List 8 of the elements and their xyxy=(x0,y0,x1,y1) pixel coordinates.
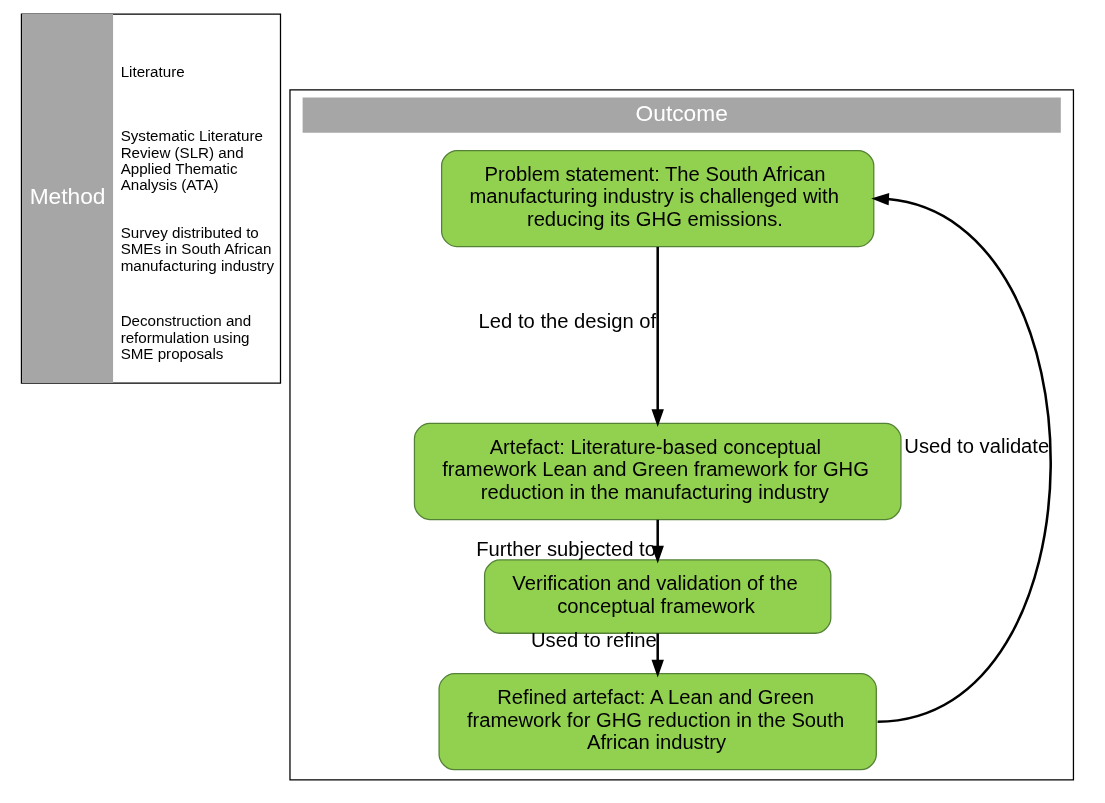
edge-label: Used to validate xyxy=(904,434,1050,457)
node-box: Refined artefact: A Lean and Green framework for GHG reduction in the South African industry xyxy=(438,672,877,770)
node-box: Problem statement: The South African manufacturing industry is challenged with reducing its GHG emissions. xyxy=(441,149,875,247)
arrow xyxy=(651,632,664,677)
node-box: Artefact: Literature-based conceptual framework Lean and Green framework for GHG reduction in the manufacturing industry xyxy=(413,422,902,520)
arrow xyxy=(651,246,664,427)
edge-label: Led to the design of xyxy=(478,309,657,332)
arrow xyxy=(871,192,1052,723)
